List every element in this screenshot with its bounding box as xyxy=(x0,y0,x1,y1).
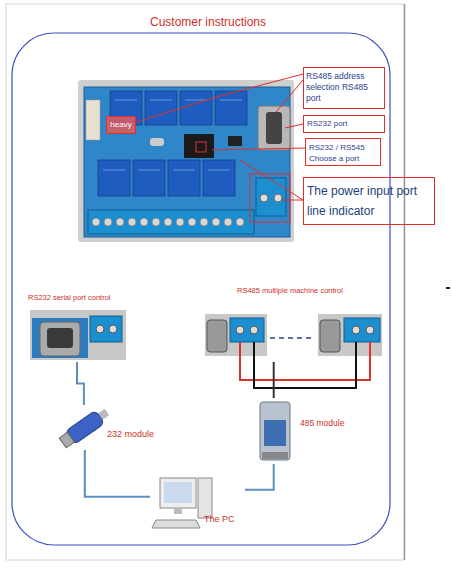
callout-box: RS232 / RS545 Choose a port xyxy=(305,138,381,166)
callout-box: RS485 address selection RS485 port xyxy=(303,67,385,109)
node-label: RS232 / RS545 Choose a port xyxy=(309,142,379,164)
callout-box: The power input port line indicator xyxy=(303,177,435,225)
callout-box: 232 module xyxy=(66,405,160,450)
page-title: Customer instructions xyxy=(120,15,296,29)
cable-line xyxy=(273,362,275,398)
node-label: The PC xyxy=(204,514,235,524)
node-label: RS232 port xyxy=(307,119,383,129)
callout-box: The PC xyxy=(150,468,245,532)
node-label: 232 module xyxy=(107,429,154,439)
callout-box: RS232 serial port control xyxy=(22,288,132,362)
callout-box: 485 module xyxy=(256,398,360,464)
callout-box: RS485 multiple machine control xyxy=(198,284,386,362)
node-label: 485 module xyxy=(300,418,344,428)
cable-line xyxy=(77,362,84,405)
cable-line xyxy=(85,450,150,497)
callout-box: heavy xyxy=(106,116,136,134)
callout-box: RS232 port xyxy=(303,115,385,133)
node-label: The power input port line indicator xyxy=(307,181,433,221)
node-label: RS485 multiple machine control xyxy=(237,286,343,295)
node-label: heavy xyxy=(107,120,135,129)
node-label: RS485 address selection RS485 port xyxy=(306,71,382,104)
cable-line xyxy=(245,464,274,490)
node-label: RS232 serial port control xyxy=(28,293,111,302)
